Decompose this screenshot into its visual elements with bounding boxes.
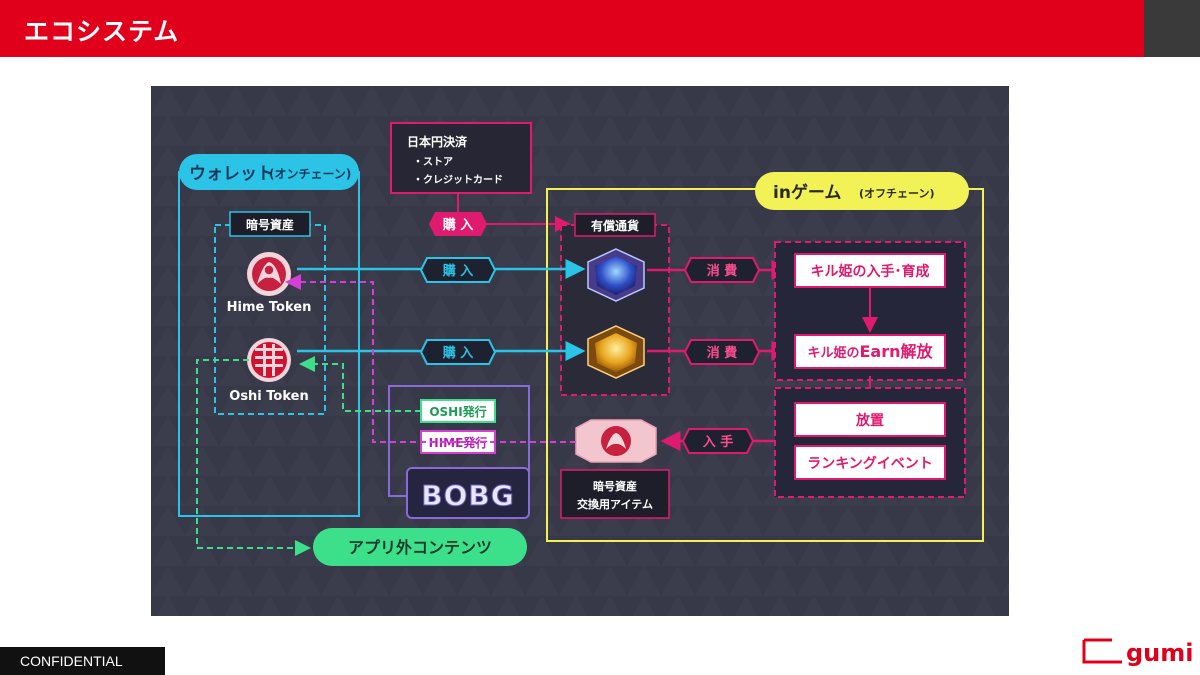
exchange-item-label: 暗号資産 交換用アイテム: [560, 469, 670, 519]
svg-text:消 費: 消 費: [707, 345, 738, 361]
paid-currency-label: 有償通貨: [574, 213, 656, 237]
purchase-tag-oshi: 購 入: [419, 339, 497, 365]
svg-text:キル姫の入手･育成: キル姫の入手･育成: [811, 263, 930, 280]
oshi-issue-arrow: [299, 356, 421, 412]
hime-token-icon: [247, 252, 291, 296]
svg-text:inゲーム: inゲーム: [773, 182, 841, 203]
hime-token-label: Hime Token: [227, 300, 312, 315]
external-content-pill: アプリ外コンテンツ: [313, 528, 527, 566]
svg-text:(オンチェーン): (オンチェーン): [269, 167, 351, 181]
external-content-arrow: [196, 359, 311, 556]
svg-text:有償通貨: 有償通貨: [591, 218, 639, 233]
svg-text:放置: 放置: [855, 412, 884, 429]
svg-text:消 費: 消 費: [707, 263, 738, 279]
purchase-tag-hime: 購 入: [419, 257, 497, 283]
svg-text:ウォレット: ウォレット: [189, 164, 274, 184]
svg-text:HIME発行: HIME発行: [429, 435, 488, 450]
svg-text:・ストア: ・ストア: [413, 156, 453, 168]
svg-text:日本円決済: 日本円決済: [407, 134, 468, 149]
svg-text:暗号資産: 暗号資産: [593, 479, 637, 493]
wallet-label: ウォレット (オンチェーン): [179, 154, 359, 190]
ingame-label: inゲーム (オフチェーン): [755, 172, 969, 210]
svg-text:交換用アイテム: 交換用アイテム: [577, 497, 653, 511]
header-bar: エコシステム: [0, 0, 1144, 57]
hime-issue-tag: HIME発行: [420, 430, 496, 454]
gold-crystal-icon: [587, 325, 645, 379]
svg-text:購 入: 購 入: [442, 263, 474, 279]
svg-text:gumi: gumi: [1126, 639, 1194, 666]
svg-text:購 入: 購 入: [442, 345, 474, 361]
oshi-issue-tag: OSHI発行: [420, 399, 496, 423]
confidential-label: CONFIDENTIAL: [0, 647, 165, 675]
hime-issue-arrow: [285, 274, 576, 443]
svg-text:キル姫のEarn解放: キル姫のEarn解放: [807, 342, 933, 361]
box-idle: 放置: [794, 402, 946, 437]
bobg-logo: BOBG: [406, 467, 530, 519]
box-earn-unlock: キル姫のEarn解放: [794, 334, 946, 369]
header-corner: [1144, 0, 1200, 57]
acquire-tag: 入 手: [681, 428, 755, 454]
consume-tag-2: 消 費: [683, 339, 761, 365]
gumi-logo: gumi: [1082, 638, 1194, 666]
crypto-assets-label: 暗号資産: [229, 211, 311, 237]
svg-text:アプリ外コンテンツ: アプリ外コンテンツ: [348, 538, 492, 557]
svg-text:(オフチェーン): (オフチェーン): [859, 187, 935, 200]
purchase-tag-jpy: 購 入: [429, 212, 487, 236]
blue-crystal-icon: [587, 248, 645, 302]
svg-text:OSHI発行: OSHI発行: [429, 404, 486, 419]
svg-text:暗号資産: 暗号資産: [246, 217, 294, 232]
oshi-token-icon: [247, 338, 291, 382]
box-ranking-event: ランキングイベント: [794, 445, 946, 480]
ecosystem-diagram: ウォレット (オンチェーン) 暗号資産 Hime Token Oshi Toke…: [151, 86, 1009, 616]
exchange-item-icon: [575, 419, 657, 463]
svg-text:・クレジットカード: ・クレジットカード: [413, 174, 503, 186]
svg-text:ランキングイベント: ランキングイベント: [807, 455, 933, 472]
box-obtain-train: キル姫の入手･育成: [794, 253, 946, 288]
svg-text:購 入: 購 入: [442, 217, 474, 233]
consume-tag-1: 消 費: [683, 257, 761, 283]
jpy-payment-box: 日本円決済 ・ストア ・クレジットカード: [390, 122, 532, 194]
svg-text:BOBG: BOBG: [421, 479, 514, 512]
svg-text:入 手: 入 手: [703, 434, 734, 450]
oshi-token-label: Oshi Token: [229, 389, 308, 404]
page-title: エコシステム: [24, 17, 180, 46]
